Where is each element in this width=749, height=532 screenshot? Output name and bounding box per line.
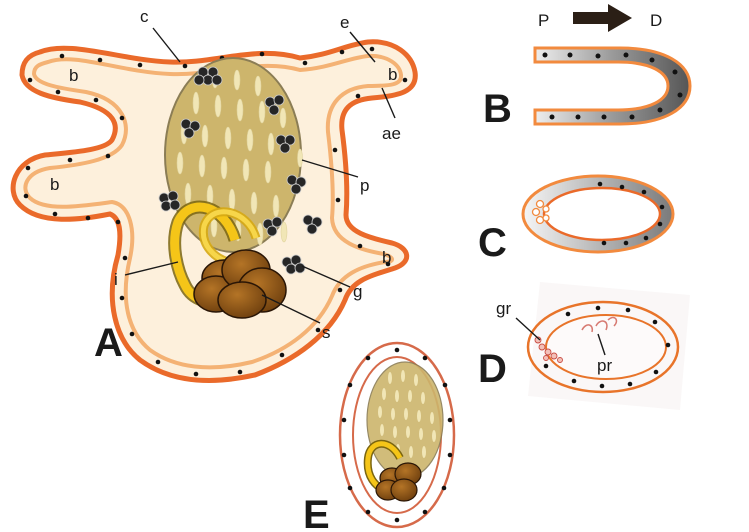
arrow-right-icon: [573, 4, 632, 32]
label-b-1: b: [69, 66, 78, 85]
label-s: s: [322, 323, 331, 342]
label-b-4: b: [382, 248, 391, 267]
panel-label-c: C: [478, 221, 507, 265]
panel-c: C: [478, 176, 673, 265]
label-b-2: b: [388, 65, 397, 84]
label-p: p: [360, 176, 369, 195]
panel-label-d: D: [478, 347, 507, 391]
panel-d: gr pr D: [478, 282, 690, 410]
section-b-wall: [535, 48, 690, 124]
label-g: g: [353, 282, 362, 301]
label-c: c: [140, 7, 149, 26]
label-gr: gr: [496, 299, 511, 318]
panel-label-e: E: [303, 493, 330, 532]
panel-b: P D B: [483, 4, 690, 131]
label-ae: ae: [382, 124, 401, 143]
panel-a: c e b b b b ae p i g s A: [13, 7, 415, 380]
label-e: e: [340, 13, 349, 32]
label-b-3: b: [50, 175, 59, 194]
panel-label-a: A: [94, 321, 123, 365]
distal-label: D: [650, 11, 662, 30]
leader-c: [153, 28, 180, 62]
panel-label-b: B: [483, 87, 512, 131]
label-pr: pr: [597, 356, 612, 375]
panel-e: E: [303, 343, 454, 532]
section-c-inner: [544, 188, 660, 240]
proximal-label: P: [538, 11, 549, 30]
label-i: i: [114, 270, 118, 289]
